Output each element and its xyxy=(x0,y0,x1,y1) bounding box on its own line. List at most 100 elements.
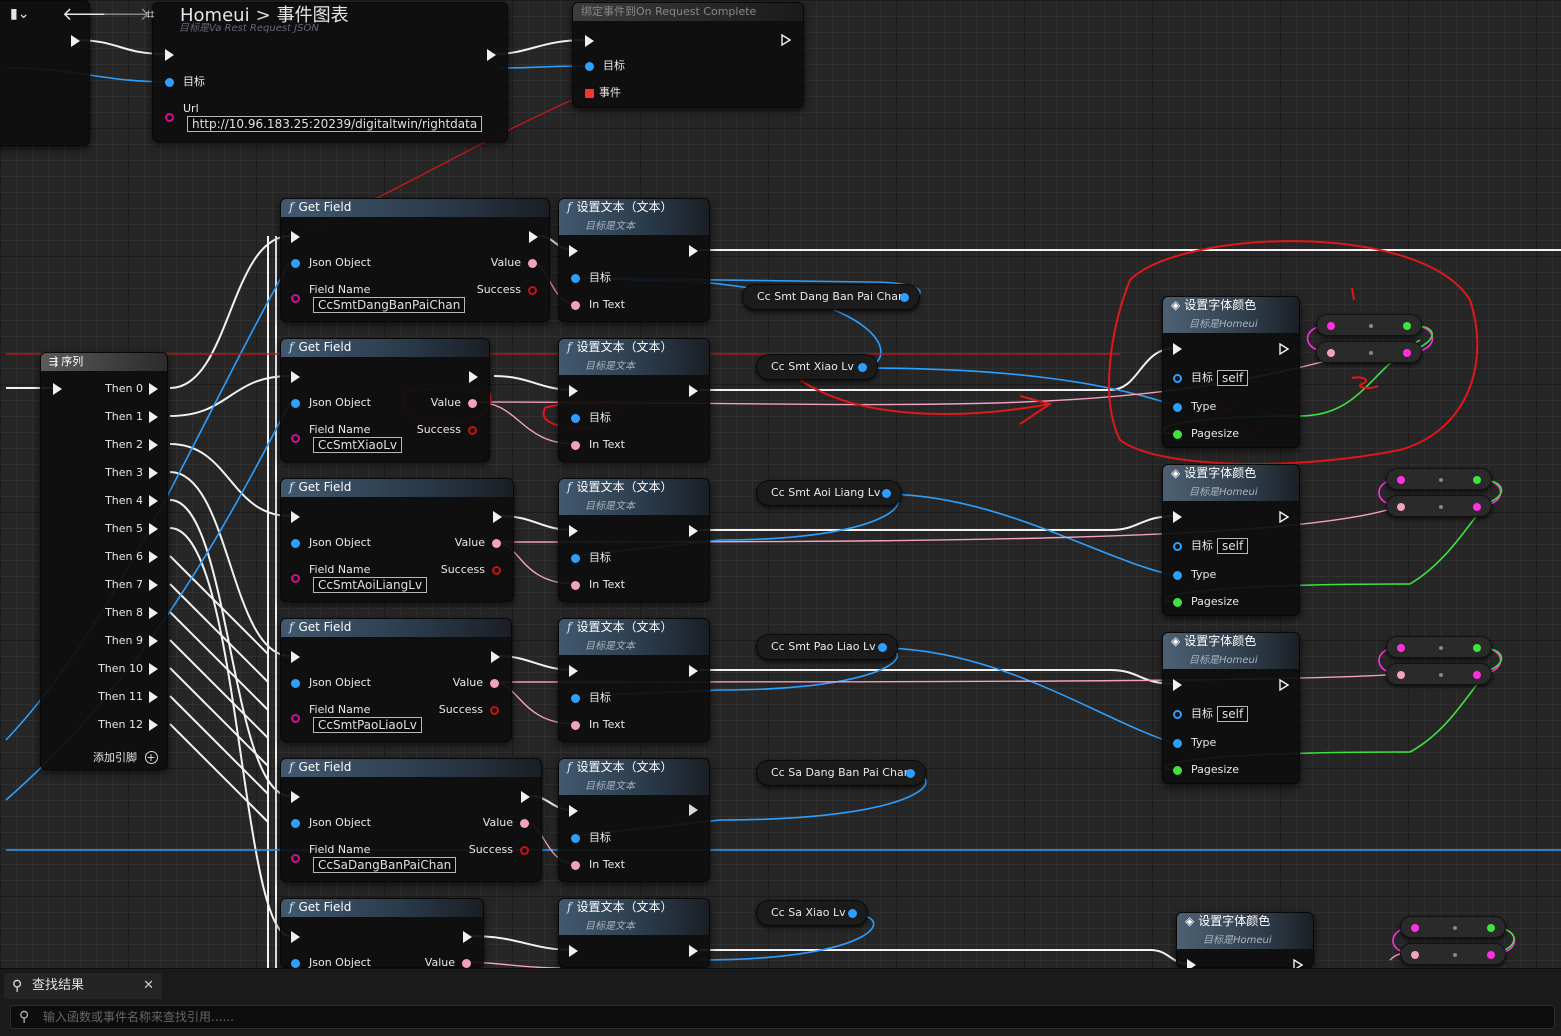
exec-out-pin[interactable] xyxy=(487,49,496,61)
variable-getter-node[interactable]: Cc Sa Xiao Lv xyxy=(756,900,868,926)
reroute-input-pin[interactable] xyxy=(1411,924,1419,932)
exec-in-pin[interactable] xyxy=(291,651,300,663)
reroute-input-pin[interactable] xyxy=(1397,671,1405,679)
field-name-input[interactable]: CcSmtAoiLiangLv xyxy=(313,577,428,593)
find-search-input[interactable]: ⚲ 输入函数或事件名称来查找引用...... xyxy=(10,1005,1555,1029)
json-object-pin[interactable] xyxy=(291,819,300,828)
exec-in-pin[interactable] xyxy=(291,511,300,523)
variable-output-pin[interactable] xyxy=(882,489,891,498)
exec-out-pin[interactable] xyxy=(493,511,502,523)
exec-in-pin[interactable] xyxy=(1173,343,1182,355)
json-object-pin[interactable] xyxy=(291,539,300,548)
json-object-pin[interactable] xyxy=(291,399,300,408)
exec-in-pin[interactable] xyxy=(291,371,300,383)
field-name-input[interactable]: CcSaDangBanPaiChan xyxy=(313,857,457,873)
value-pin[interactable] xyxy=(468,399,477,408)
reroute-node[interactable] xyxy=(1386,468,1492,490)
exec-out-pin[interactable] xyxy=(71,35,80,47)
variable-getter-node[interactable]: Cc Smt Pao Liao Lv xyxy=(756,634,898,660)
reroute-output-pin[interactable] xyxy=(1473,671,1481,679)
type-pin[interactable] xyxy=(1173,739,1182,748)
exec-in-pin[interactable] xyxy=(1173,679,1182,691)
exec-in-pin[interactable] xyxy=(569,805,578,817)
field-name-input[interactable]: CcSmtDangBanPaiChan xyxy=(313,297,466,313)
field-name-pin[interactable] xyxy=(291,854,300,863)
bind-target-pin[interactable] xyxy=(585,62,594,71)
bind-event-pin[interactable] xyxy=(585,89,594,98)
exec-in-pin[interactable] xyxy=(569,525,578,537)
field-name-pin[interactable] xyxy=(291,714,300,723)
variable-output-pin[interactable] xyxy=(848,909,857,918)
sequence-output-pin[interactable] xyxy=(149,607,158,619)
value-pin[interactable] xyxy=(528,259,537,268)
target-pin[interactable] xyxy=(1173,710,1182,719)
exec-out-pin[interactable] xyxy=(689,945,698,957)
bind-event-node[interactable]: 绑定事件到On Request Complete 目标 事件 xyxy=(572,2,804,108)
success-pin[interactable] xyxy=(520,846,529,855)
exec-in-pin[interactable] xyxy=(291,791,300,803)
sequence-output-pin[interactable] xyxy=(149,523,158,535)
bookmark-icon[interactable]: ▮⌄ xyxy=(10,6,30,22)
exec-out-pin[interactable] xyxy=(1279,679,1289,691)
field-name-input[interactable]: CcSmtXiaoLv xyxy=(313,437,403,453)
target-self-input[interactable]: self xyxy=(1217,370,1249,386)
sequence-output-pin[interactable] xyxy=(149,691,158,703)
varest-request-node[interactable]: 目标是Va Rest Request JSON 目标 Url http://10… xyxy=(152,2,508,142)
exec-out-pin[interactable] xyxy=(689,665,698,677)
url-pin[interactable] xyxy=(165,113,174,122)
target-pin[interactable] xyxy=(571,694,580,703)
field-name-input[interactable]: CcSmtPaoLiaoLv xyxy=(313,717,422,733)
value-pin[interactable] xyxy=(490,679,499,688)
reroute-output-pin[interactable] xyxy=(1473,644,1481,652)
sequence-output-pin[interactable] xyxy=(149,411,158,423)
exec-out-pin[interactable] xyxy=(781,34,791,46)
partial-event-node[interactable] xyxy=(0,0,90,146)
exec-out-pin[interactable] xyxy=(529,231,538,243)
exec-in-pin[interactable] xyxy=(1173,511,1182,523)
target-self-input[interactable]: self xyxy=(1217,538,1249,554)
exec-out-pin[interactable] xyxy=(491,651,500,663)
sequence-output-pin[interactable] xyxy=(149,579,158,591)
reroute-output-pin[interactable] xyxy=(1473,503,1481,511)
reroute-node[interactable] xyxy=(1400,943,1506,965)
exec-out-pin[interactable] xyxy=(469,371,478,383)
target-pin[interactable] xyxy=(1173,374,1182,383)
json-object-pin[interactable] xyxy=(291,259,300,268)
exec-in-pin[interactable] xyxy=(569,385,578,397)
exec-in-pin[interactable] xyxy=(291,931,300,943)
exec-out-pin[interactable] xyxy=(1279,511,1289,523)
variable-output-pin[interactable] xyxy=(858,363,867,372)
reroute-input-pin[interactable] xyxy=(1397,476,1405,484)
success-pin[interactable] xyxy=(528,286,537,295)
set-font-color-node[interactable]: ◈设置字体颜色目标是Homeui xyxy=(1176,912,1314,968)
reroute-node[interactable] xyxy=(1400,916,1506,938)
target-self-input[interactable]: self xyxy=(1217,706,1249,722)
reroute-node[interactable] xyxy=(1386,636,1492,658)
success-pin[interactable] xyxy=(492,566,501,575)
target-pin[interactable] xyxy=(571,274,580,283)
target-pin[interactable] xyxy=(571,414,580,423)
pagesize-pin[interactable] xyxy=(1173,598,1182,607)
reroute-output-pin[interactable] xyxy=(1487,924,1495,932)
breadcrumb-root[interactable]: Homeui xyxy=(180,5,250,26)
value-pin[interactable] xyxy=(492,539,501,548)
reroute-node[interactable] xyxy=(1386,663,1492,685)
exec-in-pin[interactable] xyxy=(165,49,174,61)
arrow-right-icon[interactable]: 🡒 xyxy=(102,4,151,25)
exec-in-pin[interactable] xyxy=(53,383,62,395)
url-input[interactable]: http://10.96.183.25:20239/digitaltwin/ri… xyxy=(187,116,483,132)
reroute-input-pin[interactable] xyxy=(1411,951,1419,959)
reroute-input-pin[interactable] xyxy=(1397,644,1405,652)
in-text-pin[interactable] xyxy=(571,441,580,450)
reroute-output-pin[interactable] xyxy=(1487,951,1495,959)
variable-getter-node[interactable]: Cc Sa Dang Ban Pai Chan xyxy=(756,760,926,786)
